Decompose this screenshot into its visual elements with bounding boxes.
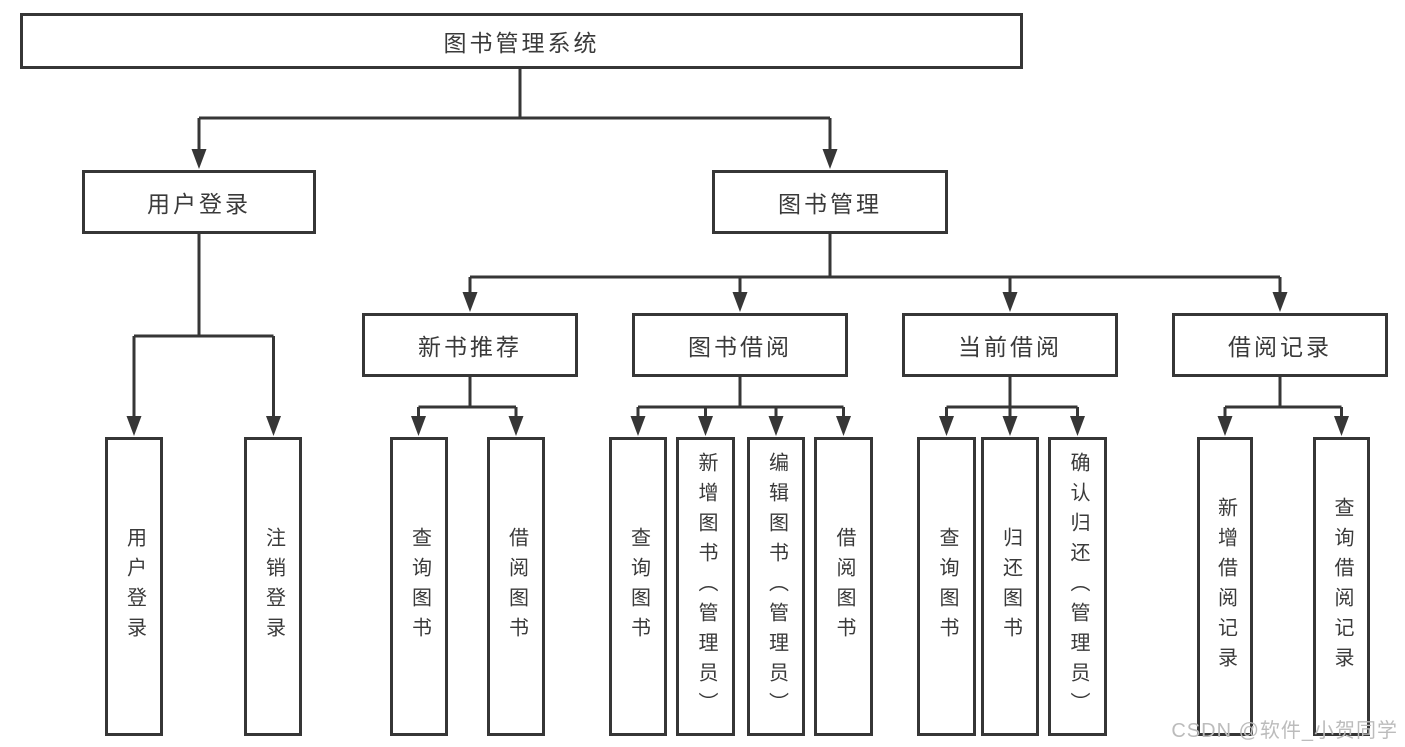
csdn-watermark: CSDN @软件_小贺同学	[1171, 720, 1398, 742]
node-current-borrow: 当前借阅	[902, 313, 1118, 377]
leaf-borrow-book: 借阅图书	[814, 437, 873, 736]
node-user-login-label: 用户登录	[147, 191, 251, 217]
node-book-borrow: 图书借阅	[632, 313, 848, 377]
node-new-book-recommend: 新书推荐	[362, 313, 578, 377]
leaf-return-book-label: 归还图书	[999, 526, 1022, 647]
node-borrow-record-label: 借阅记录	[1228, 334, 1332, 360]
leaf-query-borrow-record: 查询借阅记录	[1313, 437, 1370, 736]
node-current-borrow-label: 当前借阅	[958, 334, 1062, 360]
leaf-borrow-book-recommend-label: 借阅图书	[505, 526, 528, 647]
leaf-logout-label: 注销登录	[262, 526, 285, 647]
leaf-confirm-return-admin-label: 确认归还（管理员）	[1067, 451, 1089, 722]
node-user-login: 用户登录	[82, 170, 316, 234]
leaf-query-book-borrow: 查询图书	[609, 437, 667, 736]
leaf-query-book-recommend-label: 查询图书	[408, 526, 431, 647]
leaf-borrow-book-recommend: 借阅图书	[487, 437, 545, 736]
leaf-query-book-borrow-label: 查询图书	[627, 526, 650, 647]
leaf-user-login-label: 用户登录	[123, 526, 146, 647]
leaf-query-borrow-record-label: 查询借阅记录	[1331, 496, 1353, 677]
arrowheads	[126, 149, 1349, 436]
node-root-label: 图书管理系统	[443, 30, 600, 56]
leaf-query-book-recommend: 查询图书	[390, 437, 448, 736]
leaf-query-book-current-label: 查询图书	[936, 526, 958, 647]
leaf-edit-book-admin-label: 编辑图书（管理员）	[765, 451, 788, 722]
leaf-add-borrow-record: 新增借阅记录	[1197, 437, 1253, 736]
leaf-add-book-admin: 新增图书（管理员）	[676, 437, 735, 736]
leaf-logout: 注销登录	[244, 437, 302, 736]
leaf-add-borrow-record-label: 新增借阅记录	[1214, 496, 1237, 677]
leaf-user-login: 用户登录	[105, 437, 163, 736]
leaf-borrow-book-label: 借阅图书	[833, 526, 855, 647]
leaf-edit-book-admin: 编辑图书（管理员）	[747, 437, 805, 736]
leaf-confirm-return-admin: 确认归还（管理员）	[1048, 437, 1107, 736]
node-book-borrow-label: 图书借阅	[688, 334, 792, 360]
node-book-management: 图书管理	[712, 170, 948, 234]
node-root: 图书管理系统	[20, 13, 1023, 69]
node-new-book-recommend-label: 新书推荐	[418, 334, 522, 360]
leaf-query-book-current: 查询图书	[917, 437, 976, 736]
node-book-management-label: 图书管理	[778, 191, 882, 217]
leaf-add-book-admin-label: 新增图书（管理员）	[695, 451, 717, 722]
leaf-return-book: 归还图书	[981, 437, 1039, 736]
node-borrow-record: 借阅记录	[1172, 313, 1388, 377]
